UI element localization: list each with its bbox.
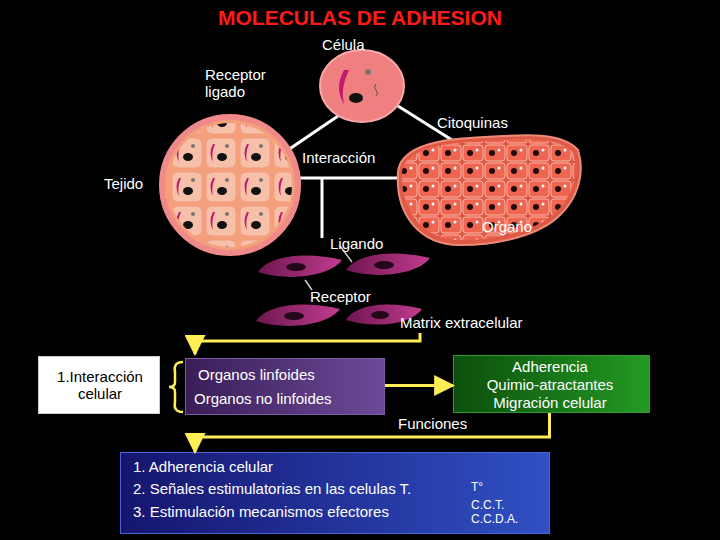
- diagram-label: Interacción: [302, 149, 375, 166]
- box-text: 3. Estimulación mecanismos efectores: [133, 503, 453, 520]
- slide-title: MOLECULAS DE ADHESION: [0, 6, 720, 30]
- connector-label: Funciones: [398, 415, 467, 432]
- diagram-label: Citoquinas: [437, 114, 508, 131]
- ecm-nucleus: [371, 311, 389, 319]
- ecm-cell-body: [256, 305, 340, 326]
- box-text: 1.Interacción celular: [45, 368, 155, 403]
- ecm-cell: [258, 256, 342, 277]
- ecm-nucleus: [286, 263, 306, 271]
- flow-arrow: [195, 333, 420, 354]
- box-text: Quimio-atractantes: [460, 376, 640, 393]
- effects-box: 1. Adherencia celular 2. Señales estimula…: [120, 452, 550, 534]
- cell-illustration: [320, 50, 404, 122]
- organ-illustration: [398, 135, 581, 245]
- cell-granule: [365, 69, 371, 75]
- ecm-cell-body: [258, 256, 342, 277]
- diagram-label: Matrix extracelular: [400, 314, 523, 331]
- diagram-label: Tejido: [104, 175, 143, 192]
- cell-crescent: [339, 70, 349, 104]
- interaction-line: [298, 177, 402, 180]
- ecm-nucleus: [374, 261, 394, 269]
- brace: [169, 362, 183, 412]
- cell-body: [320, 50, 404, 122]
- cell-organelle: [375, 84, 378, 96]
- diagram-label: Receptor: [310, 288, 371, 305]
- flow-connector: [195, 413, 550, 452]
- diagram-label: Célula: [322, 36, 365, 53]
- diagram-label: Receptor ligado: [205, 66, 285, 101]
- tissue-body: [162, 117, 298, 253]
- box-text: Organos no linfoides: [194, 390, 384, 407]
- box-text: 1. Adherencia celular: [133, 458, 453, 475]
- box-text: T°: [471, 481, 541, 495]
- interaction-line: [288, 116, 338, 150]
- ecm-cell-body: [346, 254, 430, 275]
- organ-cells: [402, 139, 576, 240]
- box-text: 2. Señales estimulatorias en las celulas…: [133, 480, 463, 497]
- box-text: Organos linfoides: [198, 366, 383, 383]
- flow-connector: [385, 384, 453, 387]
- ecm-nucleus: [284, 312, 304, 320]
- ecm-cell: [256, 305, 340, 326]
- box-text: Adherencia: [460, 358, 640, 375]
- functions-box: AdherenciaQuimio-atractantesMigración ce…: [453, 355, 650, 413]
- interaction-line: [321, 178, 324, 238]
- tissue-cells: [168, 123, 292, 247]
- diagram-label: Organo: [482, 218, 532, 235]
- interaction-box: 1.Interacción celular: [38, 356, 160, 414]
- box-text: C.C.T.: [471, 499, 541, 513]
- organ-body: [398, 135, 581, 245]
- ecm-cell: [346, 254, 430, 275]
- organs-box: Organos linfoidesOrganos no linfoides: [185, 358, 385, 415]
- tissue-illustration: [162, 117, 298, 253]
- box-text: C.C.D.A.: [471, 513, 541, 527]
- diagram-label: Ligando: [330, 235, 383, 252]
- cell-nucleus: [349, 93, 363, 103]
- box-text: Migración celular: [460, 394, 640, 411]
